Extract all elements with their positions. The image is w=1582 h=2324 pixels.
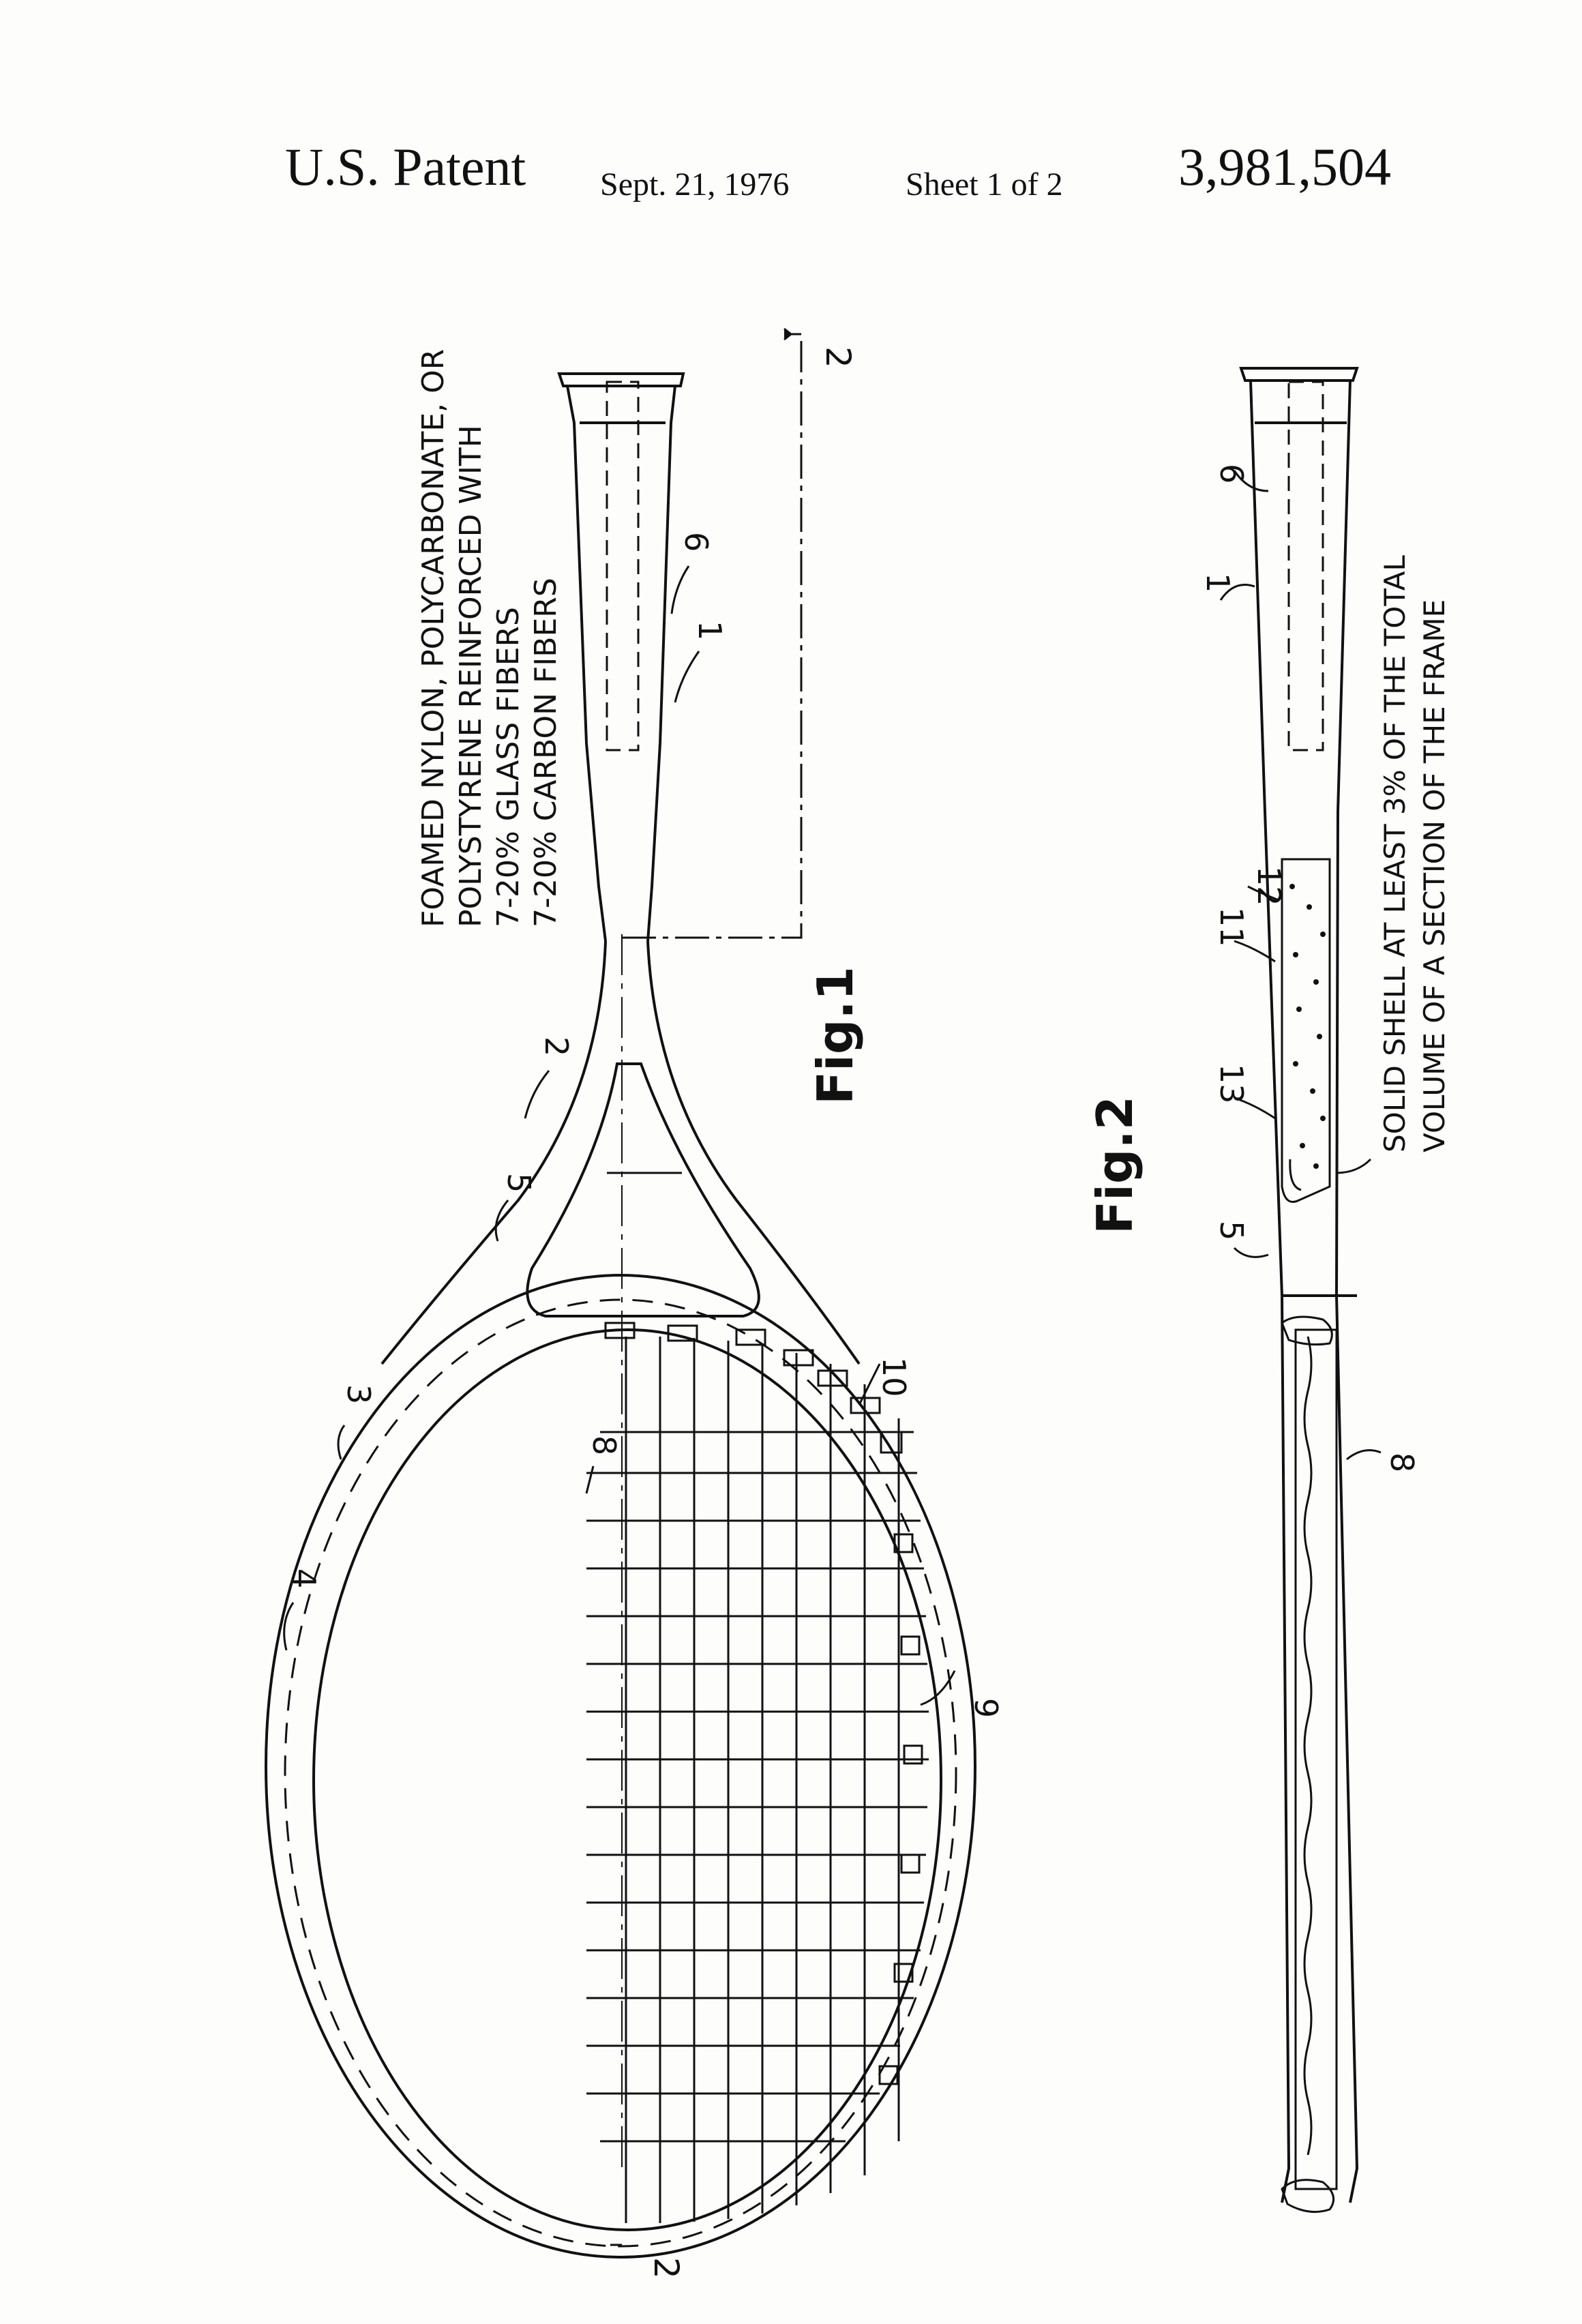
fig1-leaders: [284, 566, 955, 1705]
fig2-ref-8: 8: [1384, 1452, 1420, 1472]
fig1-label: Fig.1: [807, 966, 864, 1105]
fig1-ref-2: 2: [538, 1037, 575, 1056]
fig1-ref-3: 3: [340, 1384, 377, 1404]
fig2-leaders: [1221, 471, 1381, 1459]
svg-text:FOAMED NYLON, POLYCARBONATE, O: FOAMED NYLON, POLYCARBONATE, OR: [416, 349, 451, 927]
svg-text:7-20% CARBON FIBERS: 7-20% CARBON FIBERS: [528, 578, 563, 927]
fig2-ref-11: 11: [1213, 907, 1250, 947]
fig2-shell-note: SOLID SHELL AT LEAST 3% OF THE TOTAL VOL…: [1378, 555, 1451, 1152]
fig2-ref-12: 12: [1251, 866, 1287, 906]
fig2-label: Fig.2: [1086, 1096, 1144, 1234]
svg-text:7-20% GLASS FIBERS: 7-20% GLASS FIBERS: [491, 607, 526, 927]
fig1-material-note: FOAMED NYLON, POLYCARBONATE, OR POLYSTYR…: [416, 349, 563, 927]
fig2-ref-6: 6: [1213, 464, 1250, 483]
fig1-ref-4: 4: [286, 1568, 323, 1588]
fig1-ref-6: 6: [678, 532, 715, 552]
fig2-side-view: [1241, 368, 1357, 2212]
fig2-ref-1: 1: [1199, 573, 1236, 593]
fig2-ref-13: 13: [1213, 1064, 1250, 1104]
fig2-ref-5: 5: [1213, 1221, 1250, 1240]
fig2-core-texture: [1289, 884, 1326, 1169]
svg-text:VOLUME OF A SECTION OF THE FRA: VOLUME OF A SECTION OF THE FRAME: [1418, 599, 1451, 1152]
fig1-section-mark-top: 2: [818, 346, 858, 368]
fig1-ref-9: 9: [968, 1698, 1004, 1718]
fig1-racket: [266, 374, 975, 2257]
fig1-grommets: [606, 1323, 922, 2084]
fig1-ref-1: 1: [691, 621, 728, 640]
svg-text:SOLID SHELL AT LEAST 3% OF THE: SOLID SHELL AT LEAST 3% OF THE TOTAL: [1378, 555, 1412, 1152]
svg-text:POLYSTYRENE REINFORCED WITH: POLYSTYRENE REINFORCED WITH: [453, 425, 488, 927]
fig1-ref-10: 10: [876, 1357, 912, 1397]
fig1-ref-5: 5: [501, 1173, 537, 1193]
fig1-ref-8: 8: [586, 1435, 623, 1455]
fig1-section-mark-bottom: 2: [646, 2257, 686, 2279]
